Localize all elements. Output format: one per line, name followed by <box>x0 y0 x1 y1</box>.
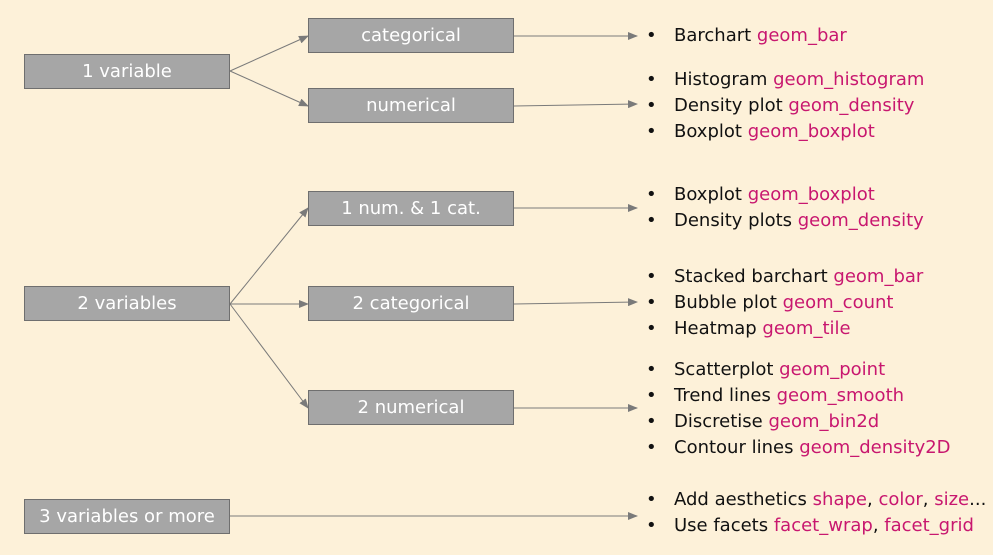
geom-function: geom_boxplot <box>747 184 875 205</box>
node-label: 2 variables <box>77 293 177 314</box>
bullet: • <box>646 292 657 313</box>
separator: , <box>866 489 879 510</box>
list-num-cat: • Boxplot geom_boxplot • Density plots geo… <box>646 182 924 234</box>
bullet: • <box>646 121 657 142</box>
list-3-variables: • Add aesthetics shape, color, size... • U… <box>646 487 986 539</box>
list-item: • Stacked barchart geom_bar <box>646 264 923 290</box>
bullet: • <box>646 437 657 458</box>
node-1-variable: 1 variable <box>24 54 230 89</box>
node-label: 2 categorical <box>352 293 470 314</box>
list-2-numerical: • Scatterplot geom_point • Trend lines geo… <box>646 357 951 461</box>
item-text: Density plot <box>674 95 789 116</box>
list-item: • Use facets facet_wrap, facet_grid <box>646 513 986 539</box>
arrow-1var-to-numerical <box>229 70 309 107</box>
list-item: • Trend lines geom_smooth <box>646 383 951 409</box>
geom-function: facet_wrap <box>773 515 873 536</box>
node-2-variables: 2 variables <box>24 286 230 321</box>
arrow-numerical-to-list <box>513 100 638 109</box>
item-text: Barchart <box>674 25 757 46</box>
arrow-2cat-to-list <box>513 298 638 307</box>
node-label: 1 variable <box>82 61 172 82</box>
geom-function: geom_smooth <box>776 385 905 406</box>
geom-function: geom_boxplot <box>747 121 875 142</box>
list-2-categorical: • Stacked barchart geom_bar • Bubble plot … <box>646 264 923 342</box>
separator: , <box>922 489 935 510</box>
item-text: Add aesthetics <box>674 489 813 510</box>
bullet: • <box>646 25 657 46</box>
geom-function: shape <box>812 489 867 510</box>
bullet: • <box>646 515 657 536</box>
item-text: Contour lines <box>674 437 800 458</box>
geom-function: geom_bar <box>833 266 924 287</box>
item-text: Heatmap <box>674 318 763 339</box>
item-text: Boxplot <box>674 121 748 142</box>
node-label: categorical <box>361 25 461 46</box>
bullet: • <box>646 318 657 339</box>
list-item: • Scatterplot geom_point <box>646 357 951 383</box>
item-text: Use facets <box>674 515 774 536</box>
node-1-num-1-cat: 1 num. & 1 cat. <box>308 191 514 226</box>
list-item: • Density plot geom_density <box>646 93 924 119</box>
geom-function: geom_point <box>779 359 886 380</box>
geom-function: facet_grid <box>884 515 974 536</box>
arrow-1var-to-categorical <box>229 35 309 72</box>
geom-function: geom_density <box>788 95 915 116</box>
bullet: • <box>646 385 657 406</box>
list-item: • Boxplot geom_boxplot <box>646 182 924 208</box>
geom-function: geom_histogram <box>773 69 925 90</box>
list-item: • Bubble plot geom_count <box>646 290 923 316</box>
geom-function: geom_density <box>797 210 924 231</box>
list-item: • Barchart geom_bar <box>646 23 847 49</box>
ellipsis: ... <box>969 489 987 510</box>
node-label: numerical <box>366 95 456 116</box>
item-text: Histogram <box>674 69 774 90</box>
bullet: • <box>646 210 657 231</box>
node-label: 2 numerical <box>357 397 465 418</box>
list-item: • Histogram geom_histogram <box>646 67 924 93</box>
node-2-numerical: 2 numerical <box>308 390 514 425</box>
bullet: • <box>646 69 657 90</box>
geom-function: geom_count <box>782 292 894 313</box>
bullet: • <box>646 489 657 510</box>
item-text: Bubble plot <box>674 292 783 313</box>
node-categorical: categorical <box>308 18 514 53</box>
geom-function: geom_tile <box>762 318 851 339</box>
list-item: • Discretise geom_bin2d <box>646 409 951 435</box>
list-item: • Contour lines geom_density2D <box>646 435 951 461</box>
geom-function: geom_bar <box>756 25 847 46</box>
node-2-categorical: 2 categorical <box>308 286 514 321</box>
list-categorical: • Barchart geom_bar <box>646 23 847 49</box>
item-text: Boxplot <box>674 184 748 205</box>
bullet: • <box>646 411 657 432</box>
item-text: Scatterplot <box>674 359 780 380</box>
geom-function: geom_density2D <box>799 437 951 458</box>
geom-function: size <box>934 489 970 510</box>
list-item: • Density plots geom_density <box>646 208 924 234</box>
item-text: Density plots <box>674 210 798 231</box>
geom-function: color <box>878 489 923 510</box>
node-label: 1 num. & 1 cat. <box>341 198 481 219</box>
arrow-2var-to-num-cat <box>229 207 309 305</box>
list-numerical: • Histogram geom_histogram • Density plot … <box>646 67 924 145</box>
separator: , <box>872 515 885 536</box>
arrow-2var-to-2num <box>229 303 309 409</box>
list-item: • Boxplot geom_boxplot <box>646 119 924 145</box>
item-text: Stacked barchart <box>674 266 834 287</box>
bullet: • <box>646 359 657 380</box>
bullet: • <box>646 266 657 287</box>
geom-function: geom_bin2d <box>768 411 880 432</box>
node-3-variables-or-more: 3 variables or more <box>24 499 230 534</box>
bullet: • <box>646 95 657 116</box>
node-label: 3 variables or more <box>39 506 215 527</box>
item-text: Discretise <box>674 411 769 432</box>
bullet: • <box>646 184 657 205</box>
item-text: Trend lines <box>674 385 777 406</box>
list-item: • Add aesthetics shape, color, size... <box>646 487 986 513</box>
node-numerical: numerical <box>308 88 514 123</box>
list-item: • Heatmap geom_tile <box>646 316 923 342</box>
